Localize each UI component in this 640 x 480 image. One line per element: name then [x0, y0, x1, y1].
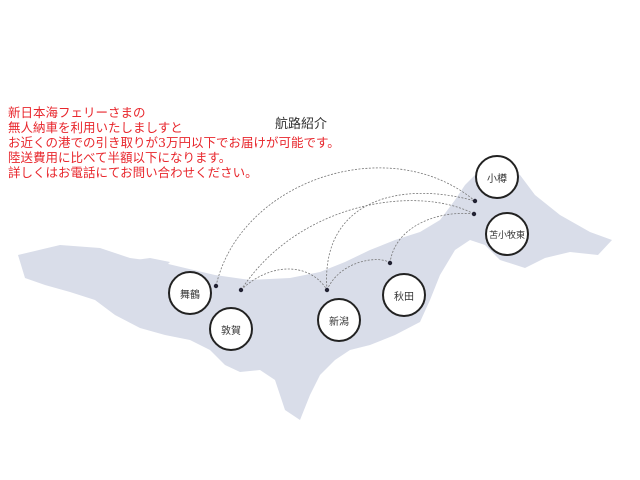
port-dot-tomakomai: [471, 211, 477, 217]
notice-line: 無人納車を利用いたしましすと: [8, 120, 183, 135]
port-niigata: 新潟: [317, 298, 361, 342]
island-map: [120, 258, 170, 272]
port-dot-otaru: [472, 198, 478, 204]
port-dot-tsuruga: [238, 287, 244, 293]
notice-line: 新日本海フェリーさまの: [8, 105, 146, 120]
notice-text: 新日本海フェリーさまの 無人納車を利用いたしましすと お近くの港での引き取りが3…: [8, 105, 340, 180]
notice-line: 陸送費用に比べて半額以下になります。: [8, 150, 232, 165]
notice-line: 詳しくはお電話にてお問い合わせください。: [8, 165, 258, 180]
port-tomakomai: 苫小牧東: [485, 212, 529, 256]
port-dot-niigata: [324, 287, 330, 293]
notice-line: お近くの港での引き取りが3万円以下でお届けが可能です。: [8, 135, 340, 150]
port-tsuruga: 敦賀: [209, 307, 253, 351]
port-otaru: 小樽: [475, 155, 519, 199]
page-title: 航路紹介: [275, 117, 328, 132]
route-tsuruga-niigata: [240, 268, 328, 291]
route-maizuru-otaru: [215, 167, 476, 287]
port-dot-maizuru: [213, 283, 219, 289]
route-tsuruga-tomakomai: [240, 200, 475, 291]
route-niigata-otaru: [326, 192, 476, 291]
route-niigata-akita: [326, 259, 391, 291]
port-akita: 秋田: [382, 273, 426, 317]
port-maizuru: 舞鶴: [168, 271, 212, 315]
route-akita-tomakomai: [389, 212, 475, 264]
port-dot-akita: [387, 260, 393, 266]
japan-map: [18, 165, 612, 420]
